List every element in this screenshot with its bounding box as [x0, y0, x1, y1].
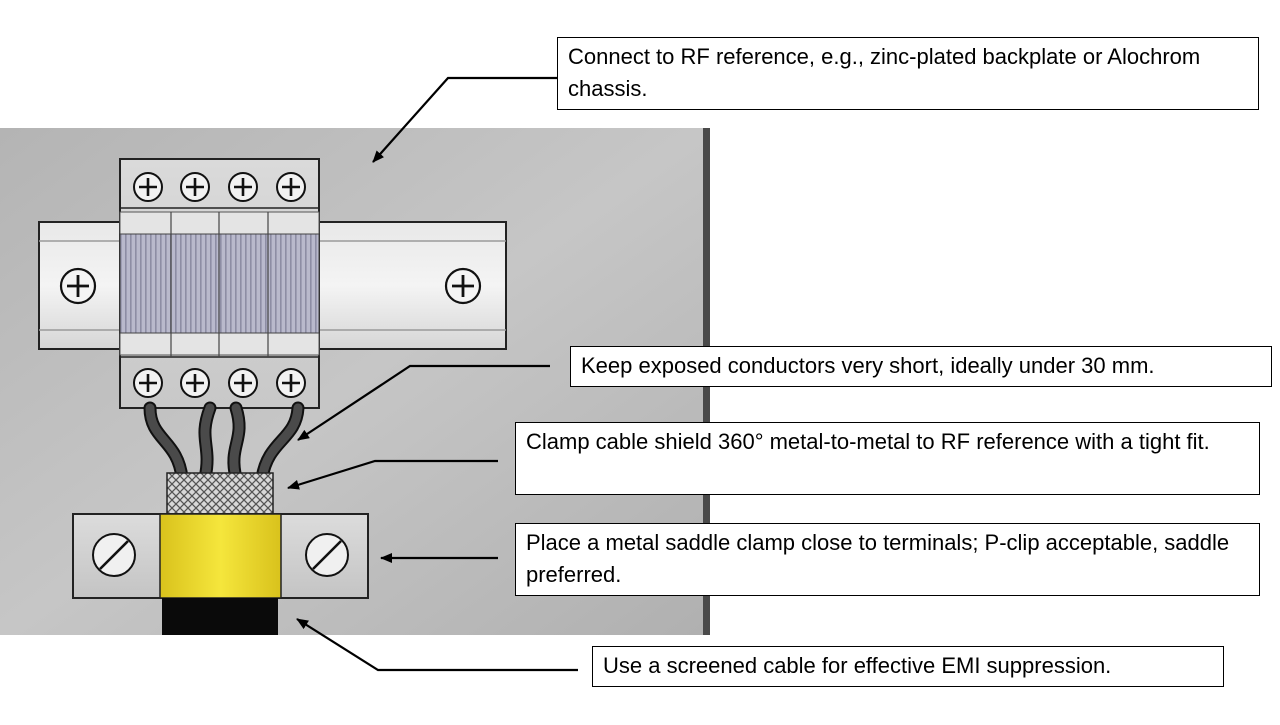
cable-conductors	[143, 401, 305, 485]
leader-arrow-conductors	[297, 364, 550, 441]
plus-screw-icon	[228, 368, 258, 398]
plus-screw-icon	[276, 172, 306, 202]
callout-rf-reference: Connect to RF reference, e.g., zinc-plat…	[557, 37, 1259, 110]
callout-screened-cable: Use a screened cable for effective EMI s…	[592, 646, 1224, 687]
plus-screw-icon	[276, 368, 306, 398]
plus-screw-icon	[59, 267, 97, 305]
callout-saddle-clamp: Place a metal saddle clamp close to term…	[515, 523, 1260, 596]
plus-screw-icon	[180, 172, 210, 202]
cable-shield-braid	[166, 472, 274, 515]
cable-jacket	[162, 598, 278, 635]
plus-screw-icon	[133, 368, 163, 398]
leader-arrow-shield	[287, 459, 498, 490]
plus-screw-icon	[228, 172, 258, 202]
plus-screw-icon	[133, 172, 163, 202]
callout-conductors: Keep exposed conductors very short, idea…	[570, 346, 1272, 387]
slotted-screw-icon	[305, 533, 349, 577]
plus-screw-icon	[180, 368, 210, 398]
leader-arrow-screened	[296, 618, 578, 672]
leader-arrow-rf-reference	[372, 76, 557, 163]
callout-shield-clamp: Clamp cable shield 360° metal-to-metal t…	[515, 422, 1260, 495]
plus-screw-icon	[444, 267, 482, 305]
slotted-screw-icon	[92, 533, 136, 577]
